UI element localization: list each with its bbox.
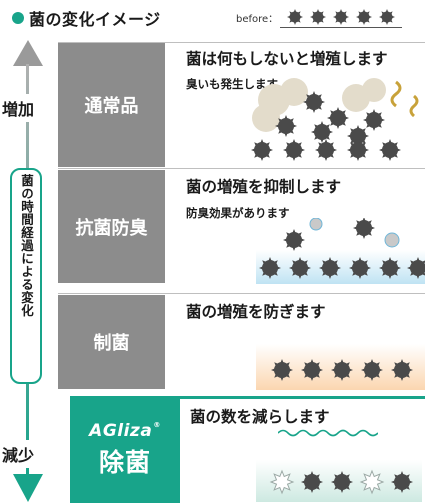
odor-wave-icon [390,80,402,108]
germs-prevented-illustration [256,344,425,390]
axis-label-increase: 増加 [2,94,35,122]
arrow-down-icon [13,474,43,502]
axis-label-time-change: 菌の時間経過による変化 [19,174,34,317]
axis-label-decrease: 減少 [2,440,35,468]
row-label-normal: 通常品 [58,43,165,167]
divider [58,168,425,169]
row-subtitle: 臭いも発生します [186,77,278,91]
row-label-sterilization: AGliza® 除菌 [70,396,180,503]
treated-fabric-layer [256,250,425,284]
before-germs-illustration [287,9,395,25]
arrow-up-icon [13,40,43,66]
divider [58,293,425,294]
divider [280,27,402,28]
row-title: 菌の数を減らします [190,408,330,426]
row-subtitle: 防臭効果があります [186,206,290,220]
header: 菌の変化イメージ before： [0,0,425,34]
odor-wave-icon [409,94,419,118]
row-title: 菌の増殖を防ぎます [186,303,326,321]
row-title: 菌は何もしないと増殖します [186,50,388,68]
row-label-antibacterial: 抗菌防臭 [58,170,165,283]
row-label: 除菌 [98,447,151,477]
germs-suppressed-illustration [256,218,425,284]
axis-label-box [10,168,42,384]
wavy-underline-icon [278,429,378,437]
divider [58,42,425,43]
title-bullet-icon [12,12,24,24]
weakened-germ-icon [309,218,400,248]
row-label-bacteriostatic: 制菌 [58,295,165,389]
germs-reduced-illustration [256,460,422,502]
germs-multiplying-illustration [251,78,419,161]
page-title: 菌の変化イメージ [29,10,161,29]
odor-cloud-icon [252,78,386,132]
brand-logo: AGliza® [89,420,161,441]
before-label: before： [236,14,279,25]
row-title: 菌の増殖を抑制します [186,178,342,196]
